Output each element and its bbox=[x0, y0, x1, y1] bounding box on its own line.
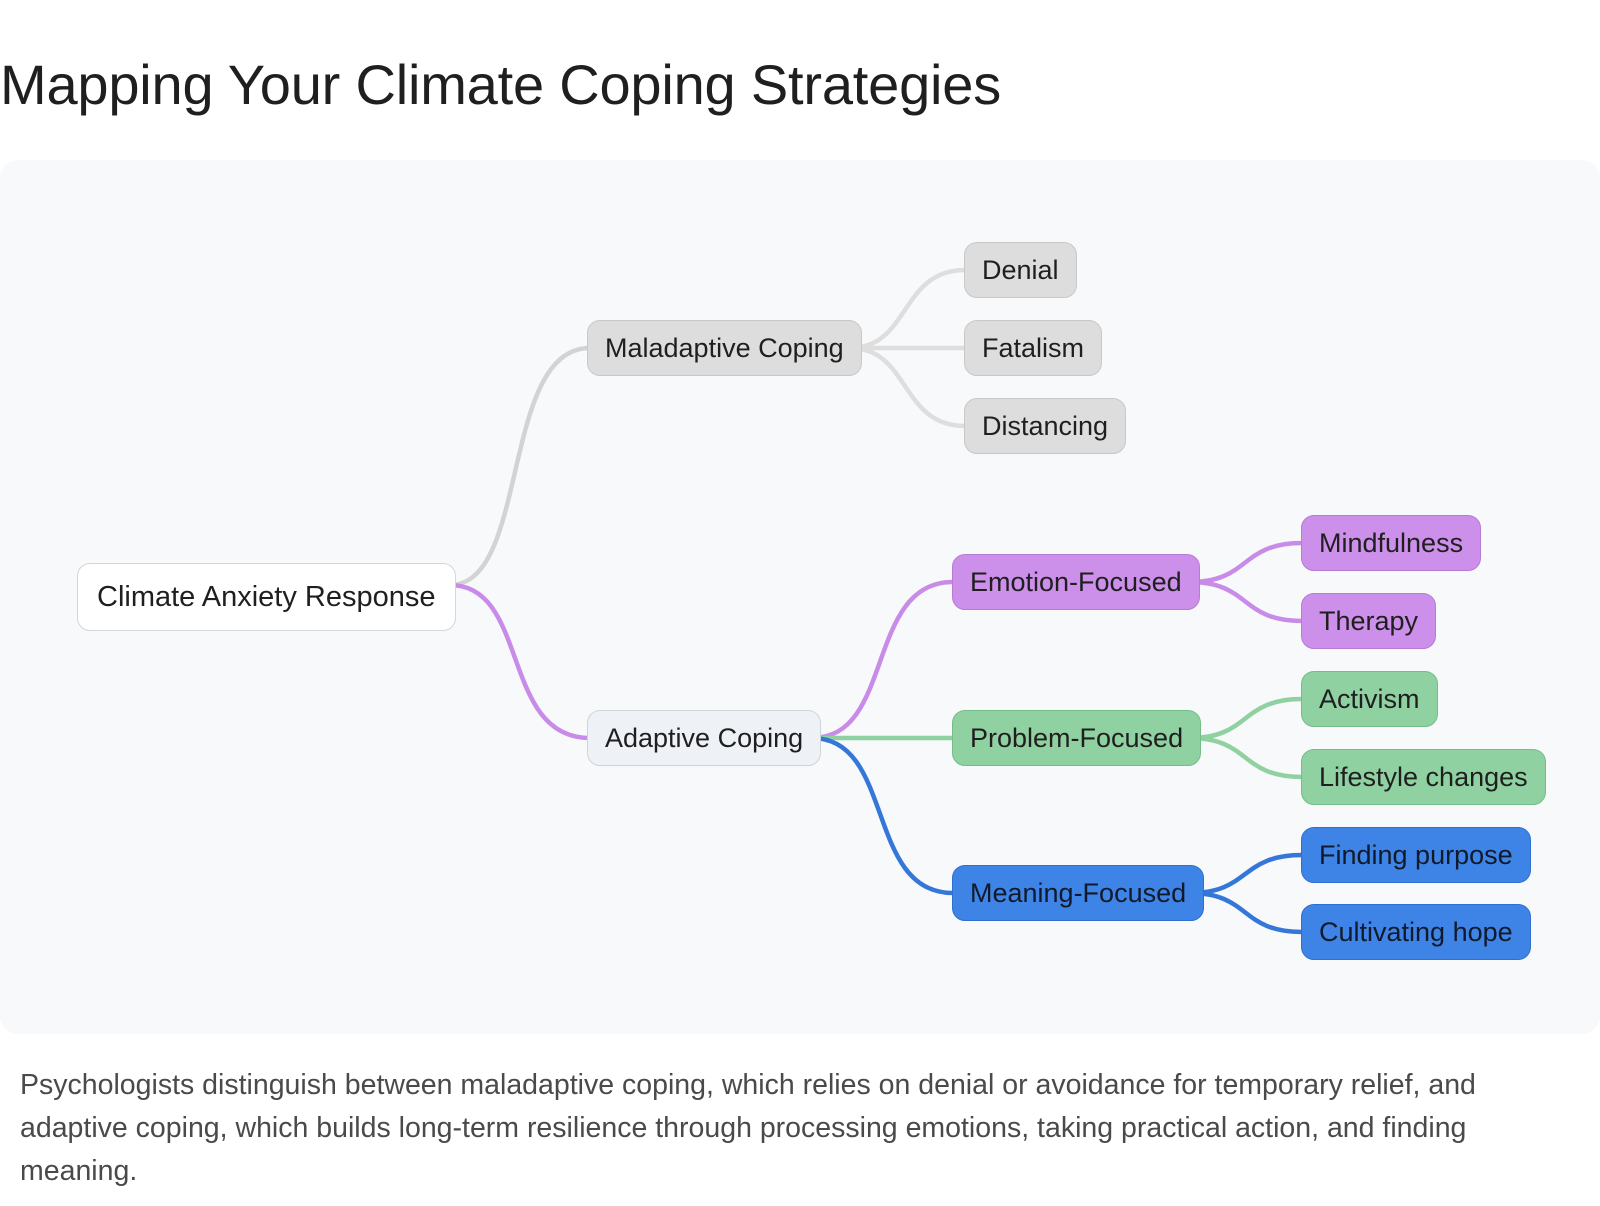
node-emotion-focused: Emotion-Focused bbox=[952, 554, 1200, 610]
connector-emotion-mindfulness bbox=[1187, 540, 1305, 585]
node-maladaptive-coping: Maladaptive Coping bbox=[587, 320, 862, 376]
connector-maladaptive-distancing bbox=[847, 345, 968, 429]
connector-problem-lifestyle bbox=[1187, 735, 1305, 780]
connector-root-maladaptive bbox=[447, 345, 593, 588]
connector-meaning-hope bbox=[1187, 890, 1305, 935]
caption-text: Psychologists distinguish between malada… bbox=[20, 1069, 1476, 1187]
connector-adaptive-meaning bbox=[809, 735, 956, 896]
node-problem-focused: Problem-Focused bbox=[952, 710, 1202, 766]
node-denial: Denial bbox=[964, 242, 1077, 298]
node-finding-purpose: Finding purpose bbox=[1301, 827, 1531, 883]
node-meaning-focused: Meaning-Focused bbox=[952, 865, 1205, 921]
connector-problem-activism bbox=[1187, 696, 1305, 741]
connector-adaptive-emotion bbox=[809, 579, 956, 741]
node-fatalism: Fatalism bbox=[964, 320, 1103, 376]
connector-maladaptive-denial bbox=[847, 267, 968, 351]
node-cultivating-hope: Cultivating hope bbox=[1301, 904, 1531, 960]
node-lifestyle-changes: Lifestyle changes bbox=[1301, 749, 1546, 805]
mind-map: Climate Anxiety Response Maladaptive Cop… bbox=[0, 160, 1600, 1034]
node-mindfulness: Mindfulness bbox=[1301, 515, 1482, 571]
node-distancing: Distancing bbox=[964, 398, 1127, 454]
connector-meaning-purpose bbox=[1187, 852, 1305, 896]
node-climate-anxiety-response: Climate Anxiety Response bbox=[77, 563, 456, 631]
node-adaptive-coping: Adaptive Coping bbox=[587, 710, 822, 766]
connector-lines bbox=[447, 267, 1305, 935]
node-activism: Activism bbox=[1301, 671, 1438, 727]
connector-emotion-therapy bbox=[1187, 579, 1305, 624]
page-title: Mapping Your Climate Coping Strategies bbox=[0, 53, 1002, 116]
node-therapy: Therapy bbox=[1301, 593, 1437, 649]
connector-root-adaptive bbox=[447, 582, 593, 741]
